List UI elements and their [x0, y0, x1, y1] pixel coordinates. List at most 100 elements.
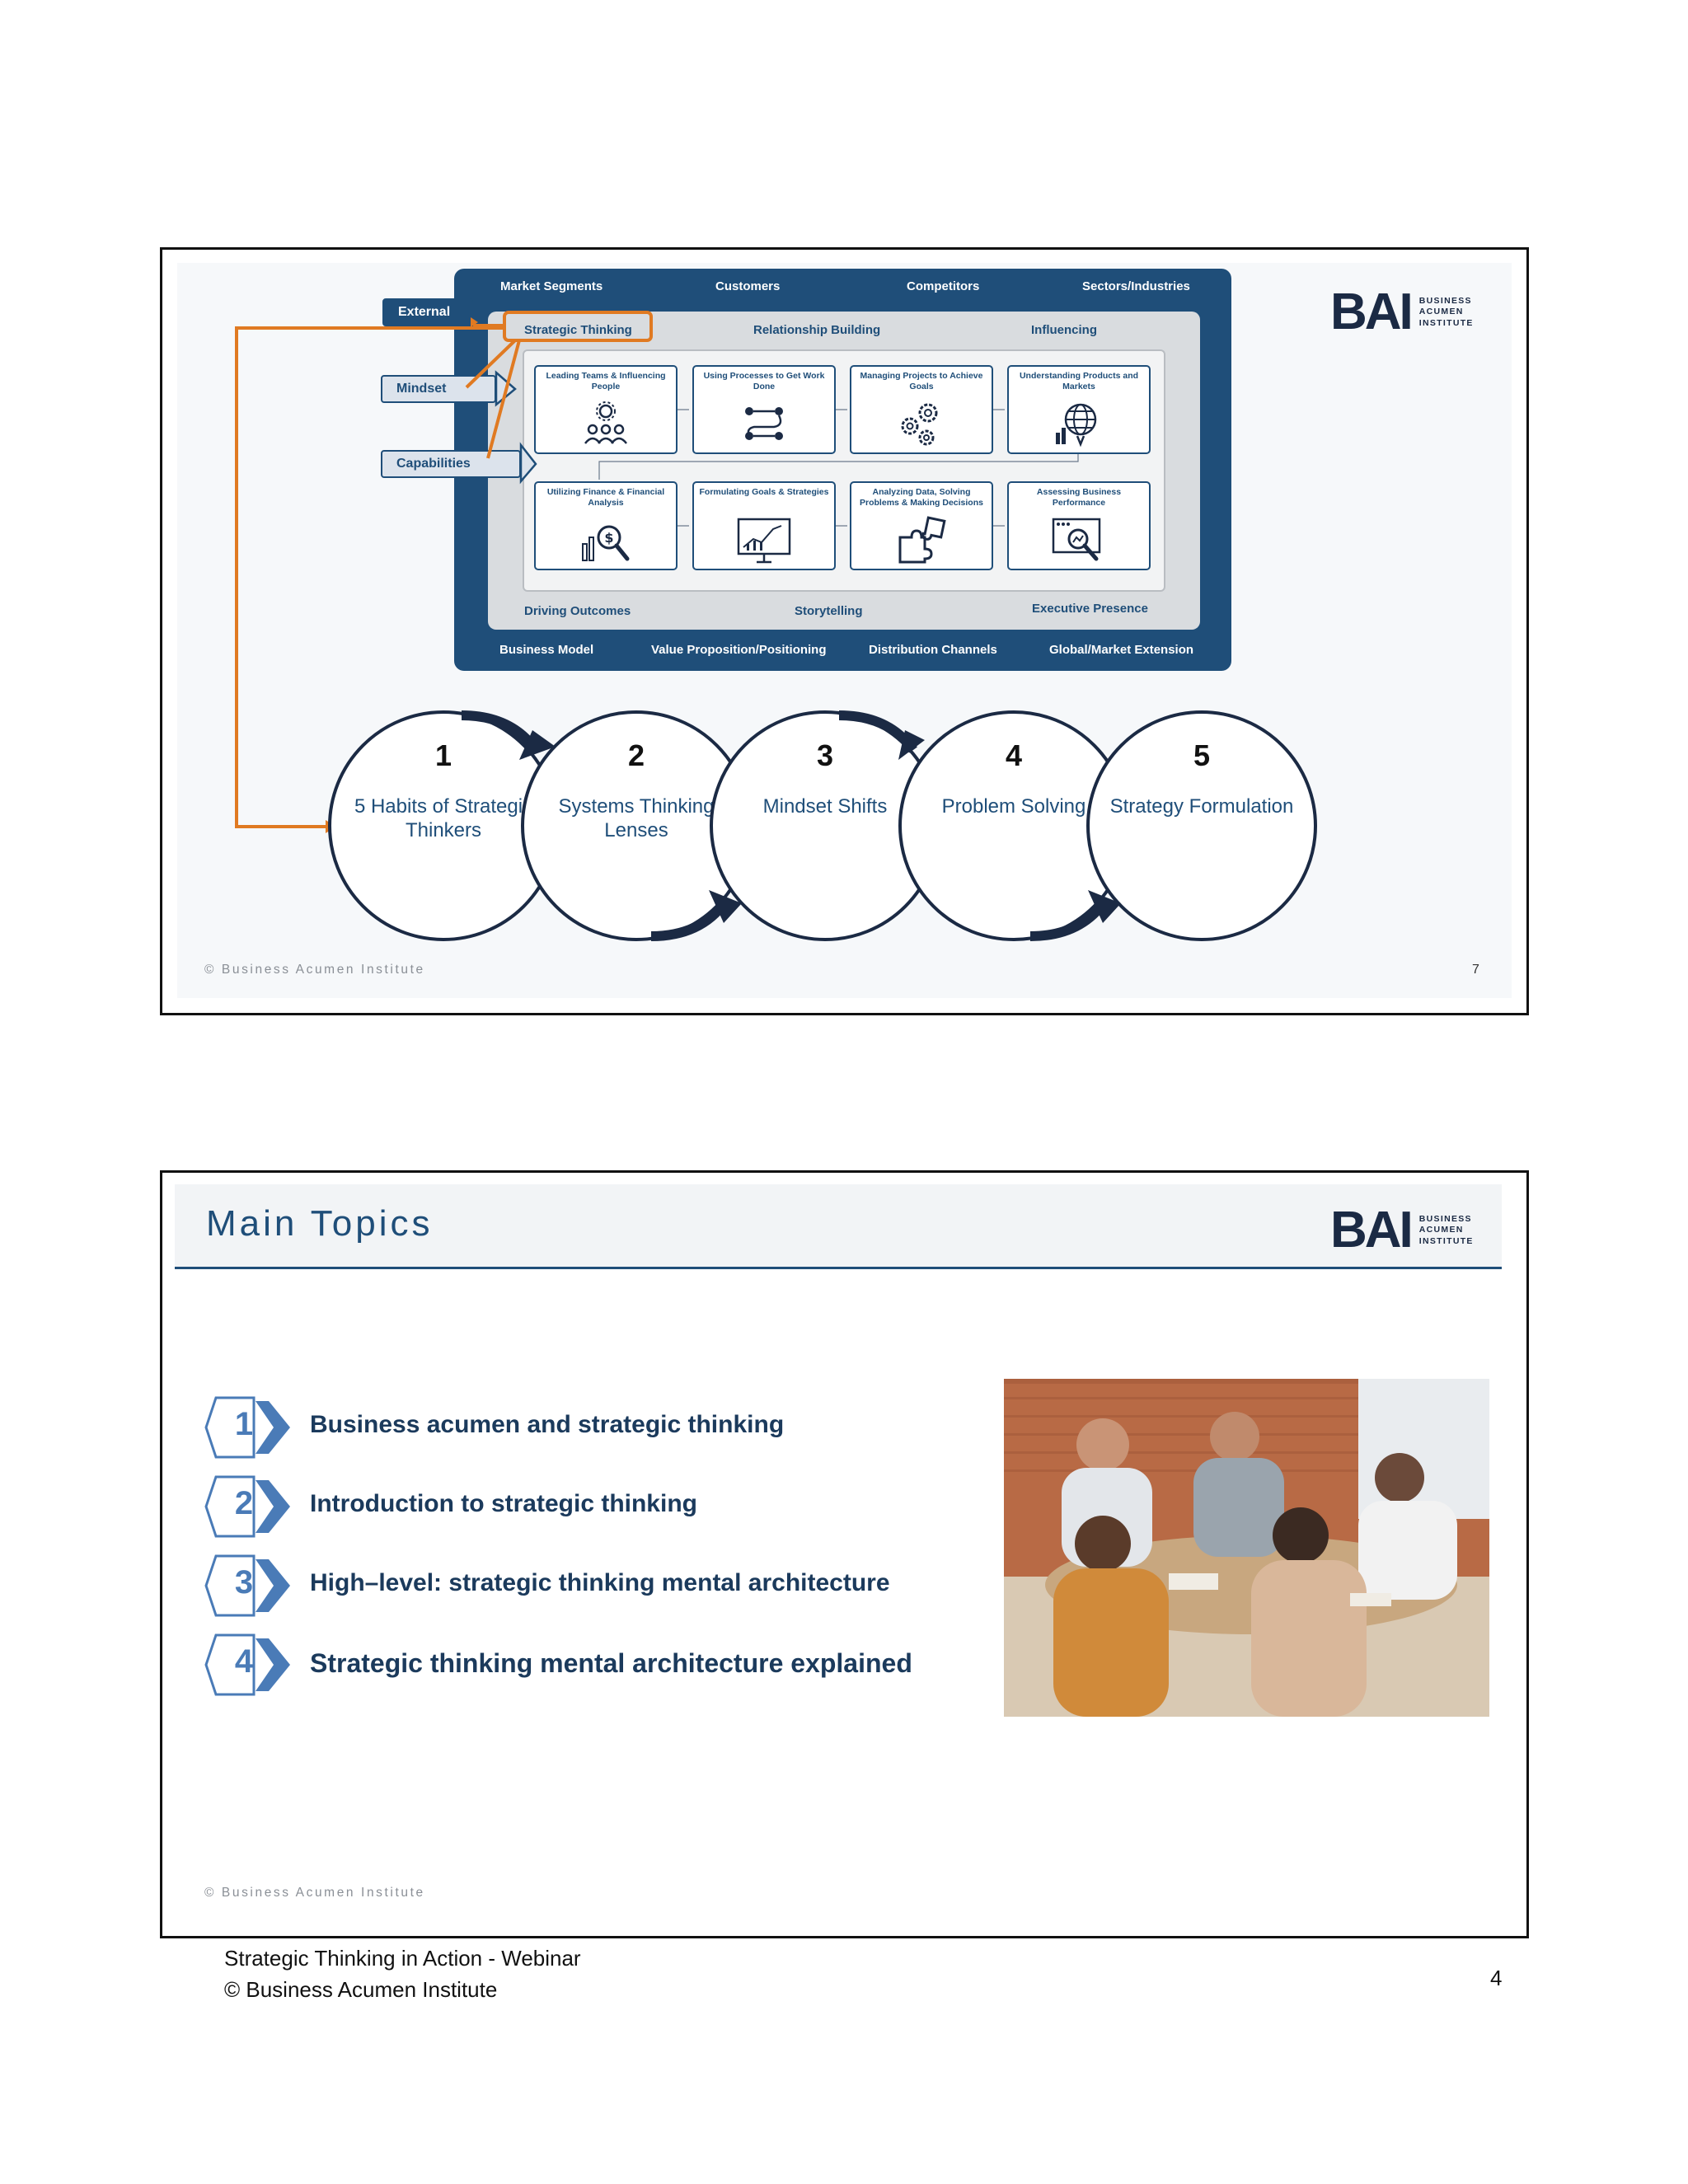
capability-box: Analyzing Data, Solving Problems & Makin…: [850, 481, 993, 570]
middle-label: Executive Presence: [1032, 602, 1148, 616]
logo-subtitle: BUSINESS ACUMEN INSTITUTE: [1419, 296, 1474, 328]
capability-title: Formulating Goals & Strategies: [699, 487, 829, 497]
bai-logo: BAI BUSINESS ACUMEN INSTITUTE: [1330, 287, 1474, 338]
topic-number: 3: [234, 1564, 254, 1601]
capability-title: Using Processes to Get Work Done: [703, 371, 825, 391]
slide-copyright: © Business Acumen Institute: [204, 963, 425, 977]
topic-text: Business acumen and strategic thinking: [310, 1411, 785, 1438]
logo-line: BUSINESS: [1418, 296, 1472, 307]
outer-label: Market Segments: [500, 279, 603, 293]
capability-box: Leading Teams & Influencing People: [534, 365, 678, 454]
svg-text:$: $: [604, 530, 613, 546]
outer-label: Sectors/Industries: [1082, 279, 1190, 293]
habit-flow-arrows: [461, 710, 1121, 941]
outer-label: Value Proposition/Positioning: [651, 643, 827, 657]
topic-item: 2 Introduction to strategic thinking: [204, 1474, 946, 1540]
capability-title: Understanding Products and Markets: [1019, 371, 1139, 391]
topic-item: 3 High–level: strategic thinking mental …: [204, 1553, 946, 1619]
capability-box: Understanding Products and Markets: [1007, 365, 1151, 454]
middle-label: Relationship Building: [753, 323, 881, 337]
topic-text: High–level: strategic thinking mental ar…: [310, 1569, 890, 1596]
logo-mark: BAI: [1330, 284, 1414, 340]
topic-number: 4: [234, 1643, 254, 1680]
tag-label: External: [398, 305, 451, 319]
habit-number: 4: [1005, 738, 1023, 772]
tag-label: Mindset: [396, 382, 447, 396]
middle-label-strategic-thinking: Strategic Thinking: [524, 323, 632, 337]
logo-subtitle: BUSINESS ACUMEN INSTITUTE: [1419, 1214, 1474, 1246]
topic-number: 1: [234, 1406, 254, 1442]
tag-external: External: [382, 298, 473, 326]
finance-magnifier-icon: $: [582, 525, 630, 561]
performance-dashboard-icon: [1052, 518, 1101, 561]
gears-icon: [901, 403, 938, 446]
puzzle-icon: [898, 516, 946, 564]
capability-box: Utilizing Finance & Financial Analysis $: [534, 481, 678, 570]
middle-label: Influencing: [1031, 323, 1097, 337]
topic-item: 4 Strategic thinking mental architecture…: [204, 1632, 946, 1698]
habit-number: 1: [434, 738, 452, 772]
habit-label: Systems Thinking Lenses: [558, 795, 715, 841]
document-footer: Strategic Thinking in Action - Webinar ©…: [224, 1943, 581, 2005]
orange-connectors: [235, 290, 653, 833]
outer-label: Global/Market Extension: [1049, 643, 1194, 657]
habit-circle-2: 2 Systems Thinking Lenses: [521, 710, 752, 941]
topic-text: Introduction to strategic thinking: [310, 1490, 697, 1517]
capability-title: Utilizing Finance & Financial Analysis: [546, 487, 665, 508]
capability-box: Formulating Goals & Strategies: [692, 481, 836, 570]
footer-line: Strategic Thinking in Action - Webinar: [224, 1946, 581, 1971]
capability-title: Assessing Business Performance: [1036, 487, 1122, 508]
title-band: [175, 1184, 1502, 1267]
outer-label: Business Model: [499, 643, 594, 657]
slide-page-number: 7: [1472, 963, 1479, 977]
outer-label: Competitors: [907, 279, 980, 293]
process-flow-icon: [745, 407, 783, 440]
globe-market-icon: [1056, 403, 1097, 448]
meeting-illustration: [1004, 1379, 1489, 1717]
hexagon-arrow-icon: [204, 1396, 290, 1459]
box-connector-lines: [598, 409, 1079, 527]
habit-label: Mindset Shifts: [762, 795, 888, 818]
capability-box: Using Processes to Get Work Done: [692, 365, 836, 454]
capability-title: Leading Teams & Influencing People: [546, 371, 666, 391]
middle-label: Storytelling: [795, 604, 863, 618]
habit-label: Strategy Formulation: [1109, 795, 1294, 818]
title-underline: [175, 1267, 1502, 1269]
slide-copyright: © Business Acumen Institute: [204, 1886, 425, 1900]
logo-mark: BAI: [1330, 1202, 1414, 1258]
hexagon-arrow-icon: [204, 1475, 290, 1538]
hexagon-arrow-icon: [204, 1633, 290, 1696]
capability-box: Assessing Business Performance: [1007, 481, 1151, 570]
capability-title: Analyzing Data, Solving Problems & Makin…: [860, 487, 983, 508]
habit-number: 2: [627, 738, 645, 772]
team-meeting-photo: [1004, 1379, 1489, 1717]
logo-line: INSTITUTE: [1418, 1235, 1474, 1246]
logo-line: ACUMEN: [1418, 307, 1464, 317]
middle-label: Driving Outcomes: [524, 604, 631, 618]
bai-logo: BAI BUSINESS ACUMEN INSTITUTE: [1330, 1205, 1474, 1256]
habit-circle-5: 5 Strategy Formulation: [1086, 710, 1317, 941]
tag-mindset: Mindset: [381, 375, 496, 403]
footer-line: © Business Acumen Institute: [224, 1977, 498, 2002]
logo-line: ACUMEN: [1418, 1225, 1464, 1235]
habit-label: Problem Solving: [941, 795, 1086, 818]
slide-title: Main Topics: [206, 1203, 434, 1244]
document-page-number: 4: [1490, 1966, 1503, 1990]
logo-line: INSTITUTE: [1418, 317, 1474, 328]
strategy-board-icon: [737, 518, 791, 564]
topic-text: Strategic thinking mental architecture e…: [310, 1648, 912, 1678]
outer-label: Customers: [715, 279, 781, 293]
hexagon-arrow-icon: [204, 1554, 290, 1617]
capability-title: Managing Projects to Achieve Goals: [860, 371, 983, 391]
habit-number: 3: [816, 738, 834, 772]
outer-label: Distribution Channels: [869, 643, 997, 657]
team-gear-icon: [584, 401, 627, 444]
tag-capabilities: Capabilities: [381, 450, 521, 478]
logo-line: BUSINESS: [1418, 1214, 1472, 1225]
topic-item: 1 Business acumen and strategic thinking: [204, 1394, 946, 1460]
topic-number: 2: [234, 1485, 254, 1521]
tag-label: Capabilities: [396, 457, 471, 471]
capability-box: Managing Projects to Achieve Goals: [850, 365, 993, 454]
habit-label: 5 Habits of Strategic Thinkers: [354, 795, 533, 841]
habit-number: 5: [1193, 738, 1211, 772]
